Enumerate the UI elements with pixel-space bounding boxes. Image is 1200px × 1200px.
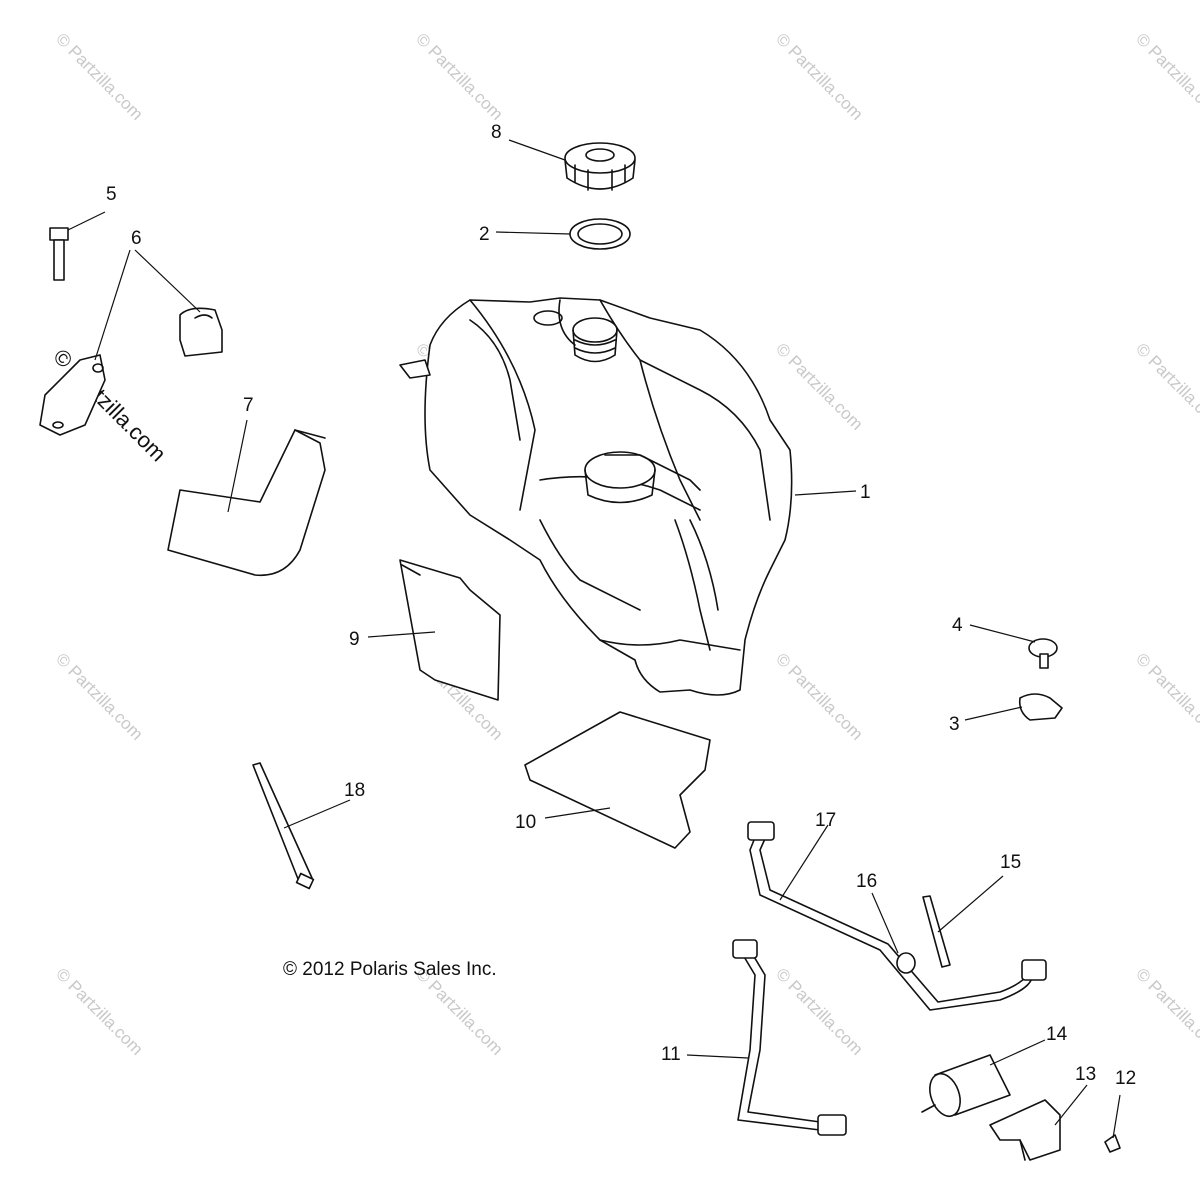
watermark: © Partzilla.com bbox=[52, 29, 146, 123]
callout-4: 4 bbox=[952, 615, 963, 636]
grommet-part bbox=[896, 952, 916, 974]
watermark: © Partzilla.com bbox=[1132, 29, 1200, 123]
callout-18: 18 bbox=[344, 780, 365, 801]
lower-pad-part bbox=[524, 711, 711, 849]
screw-part bbox=[1028, 638, 1058, 669]
watermark: © Partzilla.com bbox=[1132, 649, 1200, 743]
fuel-filter-part bbox=[921, 1054, 1011, 1118]
cap-seal-part bbox=[569, 218, 631, 250]
watermark: © Partzilla.com bbox=[772, 964, 866, 1058]
watermark: © Partzilla.com bbox=[52, 964, 146, 1058]
callout-14: 14 bbox=[1046, 1024, 1068, 1045]
leader-lines bbox=[67, 139, 1121, 1139]
callout-5: 5 bbox=[106, 184, 117, 205]
mounting-bracket-part bbox=[39, 307, 223, 436]
callout-1: 1 bbox=[860, 482, 871, 503]
watermark: © Partzilla.com bbox=[772, 339, 866, 433]
callout-10: 10 bbox=[515, 812, 536, 833]
callout-6: 6 bbox=[131, 228, 142, 249]
callout-7: 7 bbox=[243, 395, 254, 416]
callout-15: 15 bbox=[1000, 852, 1021, 873]
fuel-line-long-part bbox=[747, 821, 1047, 1011]
fuel-line-short-part bbox=[732, 939, 847, 1136]
watermark: © Partzilla.com bbox=[1132, 964, 1200, 1058]
callout-9: 9 bbox=[349, 629, 360, 650]
callout-8: 8 bbox=[491, 122, 502, 143]
callout-labels: 1 2 3 4 5 6 7 8 9 10 11 12 13 14 15 16 1… bbox=[106, 122, 1136, 1089]
push-pin-part bbox=[1104, 1134, 1121, 1153]
callout-11: 11 bbox=[661, 1044, 681, 1065]
tie-rod-part bbox=[922, 895, 951, 968]
fuel-tank-part bbox=[399, 297, 793, 696]
watermark: © Partzilla.com bbox=[772, 29, 866, 123]
cable-tie-part bbox=[252, 762, 315, 890]
watermark: © Partzilla.com bbox=[772, 649, 866, 743]
watermark: © Partzilla.com bbox=[1132, 339, 1200, 433]
pad-part bbox=[399, 559, 501, 701]
callout-13: 13 bbox=[1075, 1064, 1096, 1085]
callout-16: 16 bbox=[856, 871, 877, 892]
callout-17: 17 bbox=[815, 810, 836, 831]
bolt-part bbox=[49, 227, 69, 281]
watermark: © Partzilla.com bbox=[412, 29, 506, 123]
foam-strip-part bbox=[167, 429, 326, 577]
watermark: © Partzilla.com bbox=[52, 649, 146, 743]
hose-clip-part bbox=[1018, 693, 1063, 721]
fuel-cap-part bbox=[564, 142, 636, 191]
callout-3: 3 bbox=[949, 714, 960, 735]
copyright-notice: © 2012 Polaris Sales Inc. bbox=[283, 959, 497, 980]
filter-bracket-part bbox=[989, 1099, 1061, 1161]
callout-2: 2 bbox=[479, 224, 490, 245]
callout-12: 12 bbox=[1115, 1068, 1136, 1089]
